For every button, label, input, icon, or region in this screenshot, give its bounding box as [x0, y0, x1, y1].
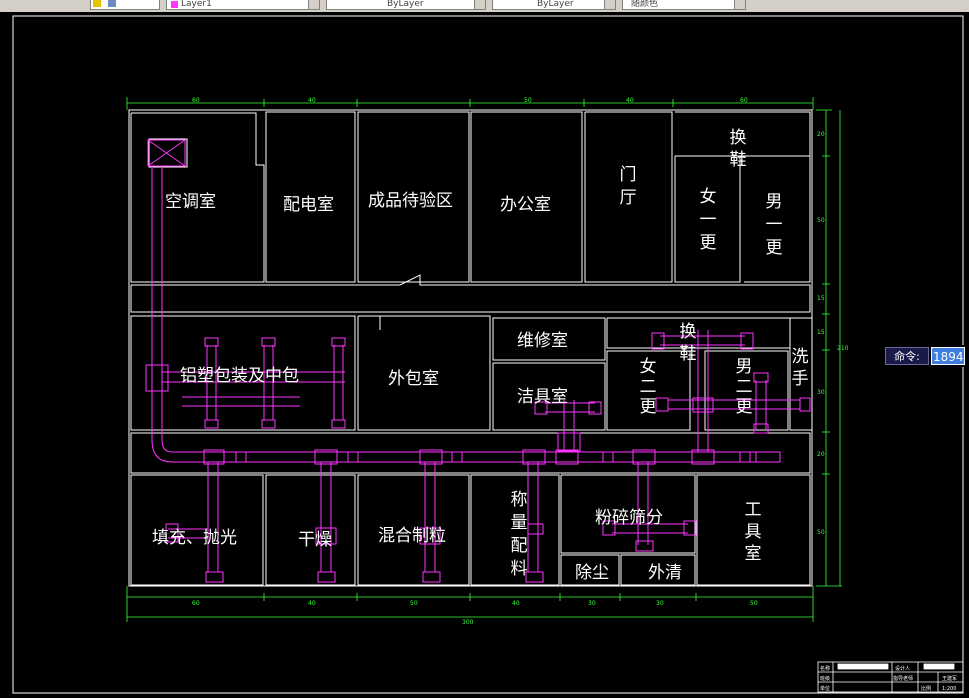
room-outer-clean: 外清 [648, 563, 682, 583]
dim-right-5: 20 [817, 451, 825, 458]
duct-system [145, 139, 811, 583]
dim-right-2: 15 [817, 295, 825, 302]
dim-right-6: 50 [817, 529, 825, 536]
room-weighing: 称量配料 [511, 490, 528, 579]
chevron-down-icon[interactable] [308, 0, 319, 9]
room-female-change-1: 女一更 [700, 187, 717, 253]
dimension-lines [126, 97, 842, 622]
title-block [817, 661, 964, 693]
dim-bottom-0: 60 [192, 600, 200, 607]
color-combo[interactable]: ByLayer [326, 0, 486, 10]
room-male-change-1: 男一更 [766, 192, 783, 258]
room-hand-wash: 洗手 [792, 347, 809, 389]
room-mixing: 混合制粒 [378, 526, 446, 546]
dim-top-3: 40 [626, 97, 634, 104]
title-block-scale-label: 比例 [921, 685, 931, 692]
room-repair: 维修室 [517, 331, 568, 351]
layer-manager-icon[interactable] [107, 0, 116, 7]
dim-right-3: 15 [817, 329, 825, 336]
room-fill-polish: 填充、抛光 [152, 528, 237, 548]
lineweight-combo[interactable]: 随颜色 [622, 0, 746, 10]
room-outer-pack: 外包室 [388, 369, 439, 389]
command-input-field[interactable]: 1894 [931, 347, 965, 365]
chevron-down-icon[interactable] [604, 0, 615, 9]
dim-bottom-2: 50 [410, 600, 418, 607]
dim-bottom-3: 40 [512, 600, 520, 607]
room-male-change-2: 男二更 [736, 357, 753, 417]
layer-color-swatch-icon [171, 1, 178, 8]
dim-total-width: 300 [462, 619, 474, 626]
title-block-advisor-label: 指导老师 [893, 675, 913, 682]
room-change-shoes-1: 换鞋 [730, 128, 747, 170]
command-prompt-label: 命令: [885, 347, 929, 365]
dim-top-4: 60 [740, 97, 748, 104]
dim-bottom-4: 30 [588, 600, 596, 607]
toolbar: Layer1 ByLayer ByLayer 随颜色 [0, 0, 969, 13]
layer-state-icon[interactable] [93, 0, 101, 7]
walls [128, 109, 813, 587]
dim-right-1: 50 [817, 217, 825, 224]
room-crushing: 粉碎筛分 [595, 508, 663, 528]
lineweight-combo-value: 随颜色 [631, 0, 659, 9]
drawing-canvas[interactable]: 空调室 配电室 成品待验区 办公室 外包室 维修室 洁具室 铝塑包装及中包 填充… [0, 12, 969, 698]
room-dust-removal: 除尘 [575, 563, 609, 583]
drawing-border [12, 15, 964, 694]
title-block-scale-value: 1:200 [942, 686, 956, 692]
room-power: 配电室 [283, 195, 334, 215]
dim-total-height: 210 [837, 345, 849, 352]
dim-top-0: 60 [192, 97, 200, 104]
title-block-unit-label: 单位 [820, 685, 830, 692]
chevron-down-icon[interactable] [734, 0, 745, 9]
dim-bottom-5: 30 [656, 600, 664, 607]
chevron-down-icon[interactable] [474, 0, 485, 9]
misc-toolbar-buttons[interactable] [90, 0, 160, 10]
title-block-advisor-name: 王建军 [942, 675, 957, 682]
room-finished-check: 成品待验区 [368, 191, 453, 211]
room-drying: 干燥 [298, 530, 332, 550]
color-combo-value: ByLayer [387, 0, 424, 9]
room-change-shoes-2: 换鞋 [680, 322, 697, 364]
room-hall: 门厅 [620, 165, 637, 208]
layer-combo[interactable]: Layer1 [166, 0, 320, 10]
floor-plan-drawing[interactable]: 空调室 配电室 成品待验区 办公室 外包室 维修室 洁具室 铝塑包装及中包 填充… [0, 12, 969, 698]
room-ac: 空调室 [165, 192, 216, 212]
room-clean-tools: 洁具室 [517, 387, 568, 407]
dim-top-1: 40 [308, 97, 316, 104]
dim-bottom-6: 50 [750, 600, 758, 607]
room-office: 办公室 [500, 195, 551, 215]
dim-right-4: 30 [817, 389, 825, 396]
dynamic-command-input[interactable]: 命令: 1894 [884, 345, 969, 367]
dim-right-0: 20 [817, 131, 825, 138]
linetype-combo-value: ByLayer [537, 0, 574, 9]
title-block-class-label: 班级 [820, 675, 830, 682]
layer-combo-value: Layer1 [181, 0, 212, 9]
title-block-designer-label: 设计人 [895, 665, 910, 672]
title-block-name-label: 名称 [820, 665, 830, 672]
linetype-combo[interactable]: ByLayer [492, 0, 616, 10]
dim-top-2: 50 [524, 97, 532, 104]
room-aluminum-pack: 铝塑包装及中包 [180, 366, 299, 386]
dim-bottom-1: 40 [308, 600, 316, 607]
room-female-change-2: 女二更 [640, 357, 657, 417]
room-tools: 工具室 [745, 500, 762, 564]
